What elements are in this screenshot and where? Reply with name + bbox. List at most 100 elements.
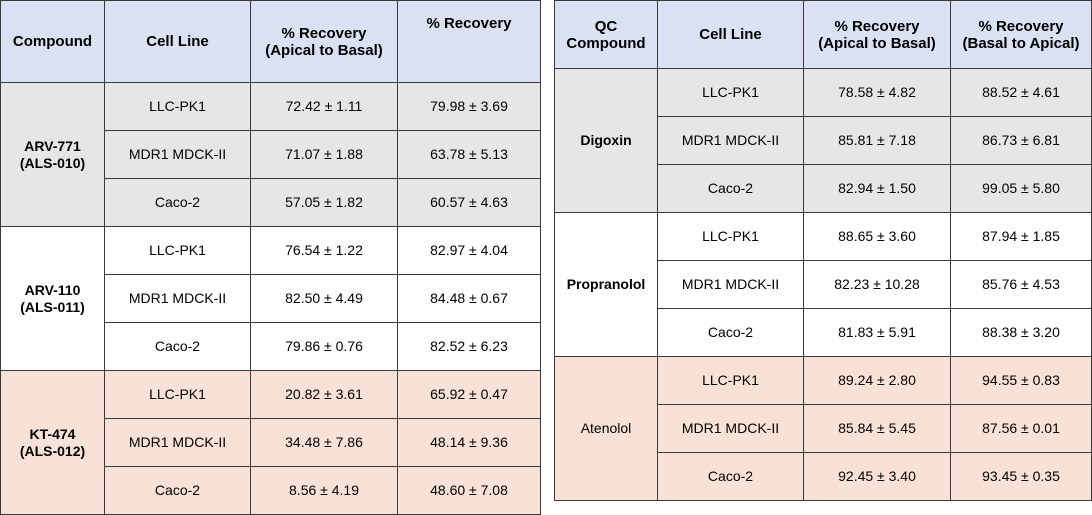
recovery-a-b: 85.81 ± 7.18 (803, 116, 951, 165)
cell-line: MDR1 MDCK-II (104, 274, 251, 323)
header-recovery-basal-apical: % Recovery (Basal to Apical) (950, 0, 1092, 69)
table-row: MDR1 MDCK-II 82.50 ± 4.49 84.48 ± 0.67 (1, 274, 541, 323)
cell-line: Caco-2 (657, 164, 804, 213)
table-row: MDR1 MDCK-II 85.84 ± 5.45 87.56 ± 0.01 (555, 404, 1092, 453)
recovery-a-b: 78.58 ± 4.82 (803, 68, 951, 117)
recovery-a-b: 82.23 ± 10.28 (803, 260, 951, 309)
cell-line: Caco-2 (104, 322, 251, 371)
cell-line: MDR1 MDCK-II (657, 116, 804, 165)
cell-line: MDR1 MDCK-II (104, 418, 251, 467)
compound-cell: ARV-110 (ALS-011) (0, 226, 105, 371)
compound-name: KT-474 (29, 425, 76, 442)
compound-name: ARV-771 (24, 137, 81, 154)
recovery-a-b: 79.86 ± 0.76 (250, 322, 398, 371)
recovery-b-a: 93.45 ± 0.35 (950, 452, 1092, 501)
table-row: ARV-771 (ALS-010) LLC-PK1 72.42 ± 1.11 7… (0, 82, 541, 227)
recovery-a-b: 72.42 ± 1.11 (250, 82, 398, 131)
header-recovery-apical-basal: % Recovery (Apical to Basal) (803, 0, 951, 69)
compound-cell: ARV-771 (ALS-010) (0, 82, 105, 227)
compound-name: ARV-110 (24, 281, 81, 298)
recovery-a-b: 92.45 ± 3.40 (803, 452, 951, 501)
compound-name: Atenolol (580, 420, 632, 436)
header-recovery-apical-basal: % Recovery (Apical to Basal) (250, 0, 398, 83)
header-compound: Compound (0, 0, 105, 83)
recovery-b-a: 48.60 ± 7.08 (397, 466, 541, 515)
recovery-b-a: 87.94 ± 1.85 (950, 212, 1092, 261)
compound-code: (ALS-012) (19, 442, 86, 459)
cell-line: LLC-PK1 (657, 356, 804, 405)
compound-code: (ALS-010) (19, 154, 86, 171)
cell-line: MDR1 MDCK-II (104, 130, 251, 179)
cell-line: LLC-PK1 (657, 212, 804, 261)
recovery-b-a: 82.52 ± 6.23 (397, 322, 541, 371)
recovery-a-b: 82.50 ± 4.49 (250, 274, 398, 323)
header-row: QC Compound Cell Line % Recovery (Apical… (554, 0, 1092, 69)
table-row: Caco-2 79.86 ± 0.76 82.52 ± 6.23 (1, 322, 541, 371)
recovery-b-a: 99.05 ± 5.80 (950, 164, 1092, 213)
compound-cell: Digoxin (554, 68, 658, 213)
compound-cell: Propranolol (554, 212, 658, 357)
header-row: Compound Cell Line % Recovery (Apical to… (0, 0, 541, 83)
header-line: Compound (566, 34, 646, 52)
header-line: % Recovery (834, 17, 920, 35)
compound-cell: KT-474 (ALS-012) (0, 370, 105, 515)
cell-line: LLC-PK1 (104, 370, 251, 419)
header-qc-compound: QC Compound (554, 0, 658, 69)
recovery-b-a: 82.97 ± 4.04 (397, 226, 541, 275)
table-row: Caco-2 81.83 ± 5.91 88.38 ± 3.20 (555, 308, 1092, 357)
cell-line: Caco-2 (657, 308, 804, 357)
cell-line: MDR1 MDCK-II (657, 260, 804, 309)
header-cell-line: Cell Line (104, 0, 251, 83)
recovery-b-a: 65.92 ± 0.47 (397, 370, 541, 419)
recovery-a-b: 81.83 ± 5.91 (803, 308, 951, 357)
cell-line: Caco-2 (104, 466, 251, 515)
recovery-a-b: 20.82 ± 3.61 (250, 370, 398, 419)
table-row: Propranolol LLC-PK1 88.65 ± 3.60 87.94 ±… (554, 212, 1092, 357)
table-row: Caco-2 92.45 ± 3.40 93.45 ± 0.35 (555, 452, 1092, 501)
header-line: (Apical to Basal) (265, 41, 383, 59)
recovery-a-b: 57.05 ± 1.82 (250, 178, 398, 227)
recovery-a-b: 34.48 ± 7.86 (250, 418, 398, 467)
header-cell-line: Cell Line (657, 0, 804, 69)
recovery-b-a: 79.98 ± 3.69 (397, 82, 541, 131)
compound-name: Digoxin (580, 132, 632, 148)
header-line: % Recovery (281, 24, 367, 42)
table-row: MDR1 MDCK-II 85.81 ± 7.18 86.73 ± 6.81 (555, 116, 1092, 165)
recovery-b-a: 84.48 ± 0.67 (397, 274, 541, 323)
cell-line: Caco-2 (657, 452, 804, 501)
recovery-table-qc-compounds: QC Compound Cell Line % Recovery (Apical… (554, 0, 1092, 501)
recovery-b-a: 48.14 ± 9.36 (397, 418, 541, 467)
recovery-a-b: 8.56 ± 4.19 (250, 466, 398, 515)
table-row: MDR1 MDCK-II 34.48 ± 7.86 48.14 ± 9.36 (1, 418, 541, 467)
recovery-b-a: 86.73 ± 6.81 (950, 116, 1092, 165)
cell-line: LLC-PK1 (104, 82, 251, 131)
table-row: Caco-2 57.05 ± 1.82 60.57 ± 4.63 (1, 178, 541, 227)
recovery-a-b: 85.84 ± 5.45 (803, 404, 951, 453)
header-recovery: % Recovery (397, 0, 541, 83)
recovery-b-a: 87.56 ± 0.01 (950, 404, 1092, 453)
recovery-b-a: 94.55 ± 0.83 (950, 356, 1092, 405)
header-line: QC (594, 17, 618, 35)
table-row: Caco-2 8.56 ± 4.19 48.60 ± 7.08 (1, 466, 541, 515)
header-line: % Recovery (978, 17, 1064, 35)
cell-line: LLC-PK1 (104, 226, 251, 275)
cell-line: MDR1 MDCK-II (657, 404, 804, 453)
recovery-b-a: 63.78 ± 5.13 (397, 130, 541, 179)
compound-code: (ALS-011) (20, 298, 85, 315)
recovery-a-b: 71.07 ± 1.88 (250, 130, 398, 179)
table-row: KT-474 (ALS-012) LLC-PK1 20.82 ± 3.61 65… (0, 370, 541, 515)
recovery-table-test-compounds: Compound Cell Line % Recovery (Apical to… (0, 0, 541, 515)
recovery-b-a: 85.76 ± 4.53 (950, 260, 1092, 309)
table-row: MDR1 MDCK-II 71.07 ± 1.88 63.78 ± 5.13 (1, 130, 541, 179)
table-row: Caco-2 82.94 ± 1.50 99.05 ± 5.80 (555, 164, 1092, 213)
table-row: ARV-110 (ALS-011) LLC-PK1 76.54 ± 1.22 8… (0, 226, 541, 371)
compound-cell: Atenolol (554, 356, 658, 501)
cell-line: LLC-PK1 (657, 68, 804, 117)
compound-name: Propranolol (566, 276, 646, 292)
header-line: % Recovery (426, 15, 512, 32)
table-row: Atenolol LLC-PK1 89.24 ± 2.80 94.55 ± 0.… (554, 356, 1092, 501)
recovery-a-b: 89.24 ± 2.80 (803, 356, 951, 405)
table-row: Digoxin LLC-PK1 78.58 ± 4.82 88.52 ± 4.6… (554, 68, 1092, 213)
recovery-a-b: 88.65 ± 3.60 (803, 212, 951, 261)
recovery-b-a: 88.52 ± 4.61 (950, 68, 1092, 117)
